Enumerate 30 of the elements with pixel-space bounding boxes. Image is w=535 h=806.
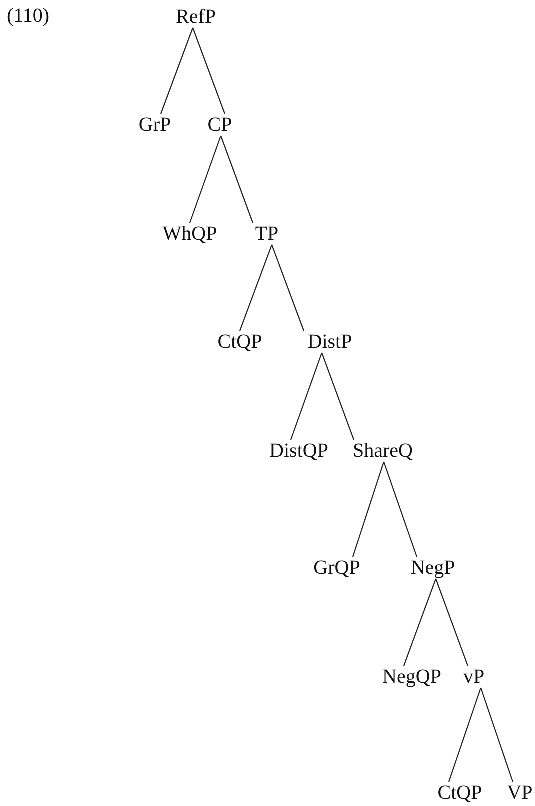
phrase-label: RefP xyxy=(175,6,217,28)
branch-line xyxy=(271,244,305,332)
example-number: (110) xyxy=(7,5,50,27)
branch-line xyxy=(448,688,482,782)
branch-line xyxy=(383,462,418,558)
branch-line xyxy=(480,688,514,782)
phrase-label: GrP xyxy=(138,114,172,136)
phrase-label: DistP xyxy=(306,331,354,353)
branch-line xyxy=(352,462,385,558)
phrase-label: CtQP xyxy=(436,782,484,804)
phrase-label: VP xyxy=(506,782,534,804)
phrase-label: vP xyxy=(462,666,486,688)
branch-line xyxy=(220,136,254,224)
branch-line xyxy=(189,136,222,224)
phrase-label: DistQP xyxy=(268,440,330,462)
branch-line xyxy=(192,28,226,114)
branch-line xyxy=(403,578,437,666)
branch-line xyxy=(290,352,323,440)
phrase-label: GrQP xyxy=(312,557,362,579)
phrase-label: NegQP xyxy=(382,666,442,688)
phrase-label: ShareQ xyxy=(352,440,414,462)
branch-line xyxy=(435,578,469,666)
phrase-label: TP xyxy=(254,223,280,245)
phrase-label: WhQP xyxy=(162,223,218,245)
branch-line xyxy=(160,28,194,114)
phrase-label: CP xyxy=(206,114,234,136)
branch-line xyxy=(321,352,355,440)
phrase-label: CtQP xyxy=(216,331,264,353)
phrase-label: NegP xyxy=(410,557,456,579)
branch-line xyxy=(239,244,273,332)
